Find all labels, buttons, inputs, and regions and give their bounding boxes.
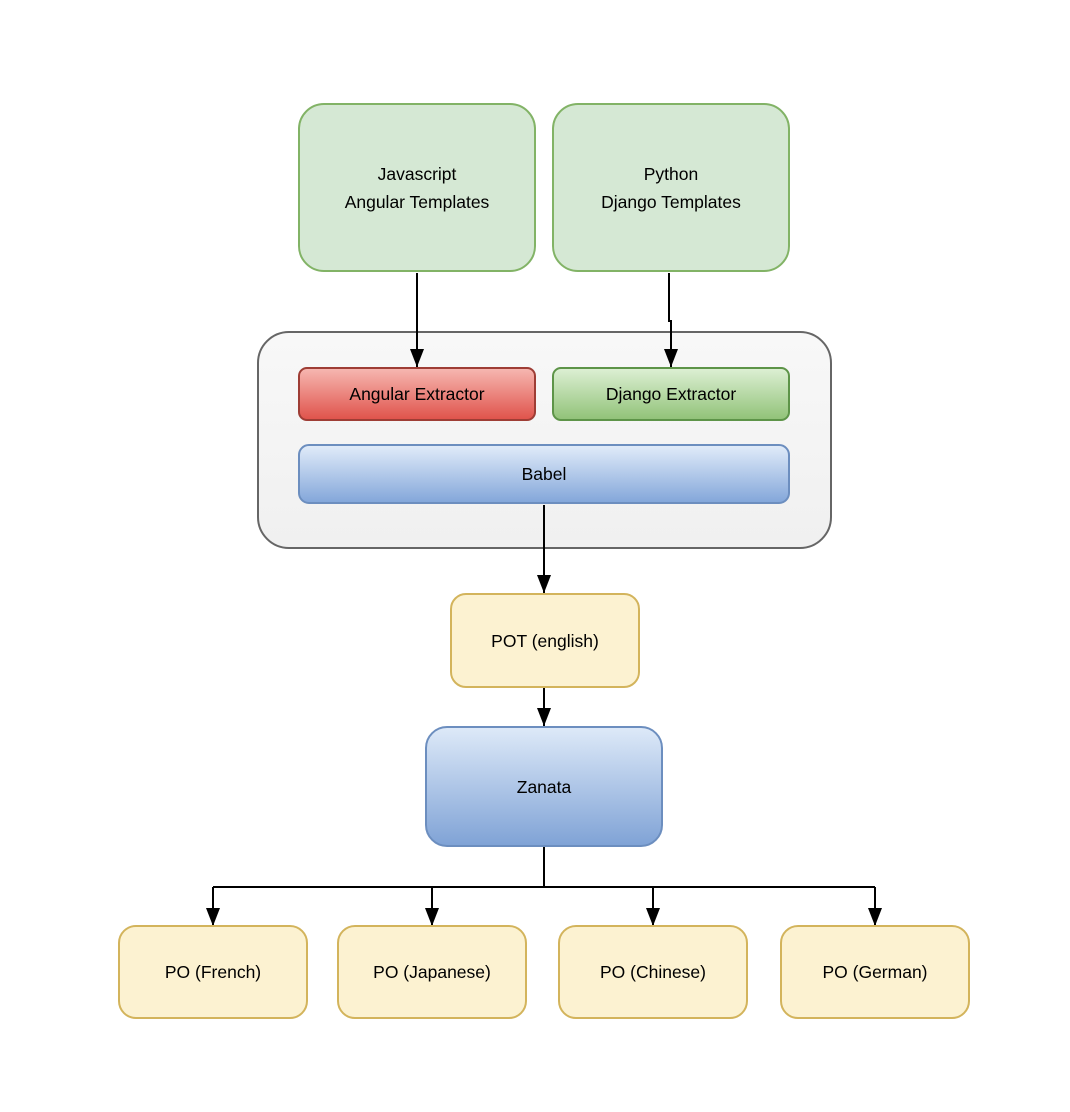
node-pot-english: POT (english)	[450, 593, 640, 688]
node-label: Babel	[521, 464, 567, 484]
node-po-german: PO (German)	[780, 925, 970, 1019]
node-django-extractor: Django Extractor	[552, 367, 790, 421]
node-label: PO (Japanese)	[373, 962, 491, 982]
node-po-chinese: PO (Chinese)	[558, 925, 748, 1019]
node-label: POT (english)	[491, 630, 599, 651]
node-po-japanese: PO (Japanese)	[337, 925, 527, 1019]
node-zanata: Zanata	[425, 726, 663, 847]
node-javascript-angular-templates: Javascript Angular Templates	[298, 103, 536, 272]
node-label: PO (Chinese)	[599, 962, 706, 982]
node-babel: Babel	[298, 444, 790, 504]
node-label: Python Django Templates	[601, 163, 741, 212]
node-label: Javascript Angular Templates	[344, 163, 490, 212]
node-angular-extractor: Angular Extractor	[298, 367, 536, 421]
node-extractor-group	[257, 331, 832, 549]
node-label: PO (French)	[164, 962, 262, 982]
node-label: Zanata	[516, 776, 572, 797]
node-label: Angular Extractor	[349, 384, 485, 404]
node-label: Django Extractor	[605, 384, 737, 404]
node-label: PO (German)	[822, 962, 928, 982]
node-python-django-templates: Python Django Templates	[552, 103, 790, 272]
node-po-french: PO (French)	[118, 925, 308, 1019]
